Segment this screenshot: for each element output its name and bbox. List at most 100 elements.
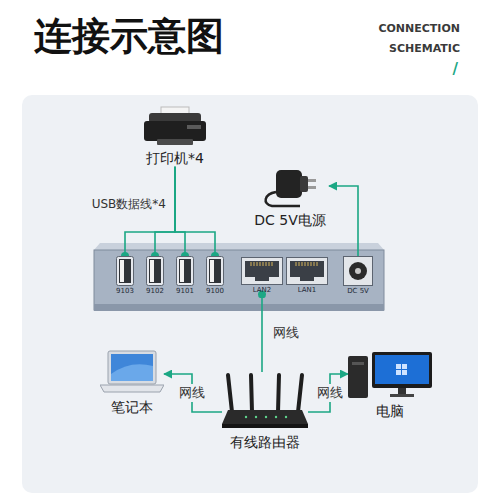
laptop-base	[100, 385, 164, 392]
laptop-lid	[108, 351, 156, 384]
usb-icon	[116, 256, 134, 286]
lan-port-shell	[242, 258, 283, 285]
dc-jack-hole	[349, 262, 367, 280]
pc-logo	[402, 370, 407, 375]
pc-stand-base	[390, 394, 414, 397]
usb-icon	[176, 256, 194, 286]
usb-port-tongue	[180, 260, 184, 282]
cable-connector	[261, 294, 263, 372]
title-box: 连接示意图	[34, 14, 224, 60]
pc-icon	[348, 350, 432, 398]
housing-front	[94, 250, 384, 310]
lan-port-pin	[302, 262, 303, 266]
lan-port-pin	[311, 262, 312, 266]
usb-icon	[146, 256, 164, 286]
port-label: DC 5V	[347, 287, 369, 295]
router-led	[265, 416, 267, 418]
housing-lip	[94, 304, 384, 311]
printer-icon	[143, 106, 207, 146]
printer-device: 打印机*4	[143, 106, 207, 167]
router-antenna	[228, 375, 232, 412]
router-base	[222, 424, 308, 428]
lan-port-opening	[290, 261, 324, 281]
cable-connector	[164, 374, 222, 412]
router-led	[285, 416, 287, 418]
cable-connector	[308, 374, 348, 412]
laptop-icon	[100, 350, 164, 394]
dc-jack: DC 5V	[343, 256, 373, 295]
label-box: CONNECTION	[378, 22, 460, 35]
port-label: 9103	[116, 287, 134, 295]
lan-port-pin	[314, 262, 315, 266]
printer-body	[144, 121, 206, 141]
cable-connector	[155, 167, 175, 256]
usb-port-tongue	[120, 260, 124, 282]
cable-label: 网线	[270, 324, 302, 342]
pc-logo	[402, 364, 407, 369]
device-label: 有线路由器	[230, 434, 300, 451]
lan-port-shell	[287, 258, 328, 285]
lan-port-pin	[263, 262, 264, 266]
panel-ground	[22, 95, 478, 493]
router-antenna	[251, 375, 252, 412]
router-antenna	[278, 375, 279, 412]
usb-icon	[206, 256, 224, 286]
cable-connector	[125, 167, 175, 256]
usb-port-slot	[119, 259, 131, 283]
laptop-screen-shine	[111, 364, 153, 381]
usb-port-tongue	[210, 260, 214, 282]
housing-top	[94, 243, 384, 250]
pc-screen	[375, 355, 429, 384]
lan-port-pin	[305, 262, 306, 266]
router-antenna	[298, 375, 302, 412]
usb-port-shell	[117, 257, 134, 286]
adapter-prong	[308, 186, 316, 189]
label-box: USB数据线*4	[30, 197, 166, 211]
usb-port-slot	[149, 259, 161, 283]
edge-label-box: 网线	[270, 324, 302, 342]
pc-tower-slot	[352, 362, 364, 365]
cable-label: USB数据线*4	[30, 197, 166, 211]
lan-port: LAN1	[286, 257, 328, 294]
printer-panel	[187, 125, 201, 129]
port-label: 9102	[146, 287, 164, 295]
edge-label-box: 网线	[176, 384, 208, 402]
accent-slash: /	[453, 60, 458, 78]
cable-connector	[175, 167, 215, 256]
usb-port: 9103	[113, 256, 137, 295]
port-label: LAN1	[298, 286, 317, 294]
power-adapter: DC 5V电源	[251, 164, 329, 229]
usb-port-slot	[209, 259, 221, 283]
usb-port: 9100	[203, 256, 227, 295]
lan-port-pin	[317, 262, 318, 266]
usb-port-slot	[179, 259, 191, 283]
laptop-computer: 笔记本	[100, 350, 164, 416]
lan-port-pin	[254, 262, 255, 266]
laptop-screen	[111, 354, 153, 381]
lan-port-pin	[308, 262, 309, 266]
lan-icon	[241, 257, 283, 285]
lan-port-pin	[257, 262, 258, 266]
device-label: 笔记本	[111, 399, 153, 416]
desktop-computer: 电脑	[348, 350, 432, 420]
port-label: 9101	[176, 287, 194, 295]
lan-port-pin	[251, 262, 252, 266]
usb-port: 9102	[143, 256, 167, 295]
adapter-face	[300, 176, 308, 192]
lan-port-pin	[266, 262, 267, 266]
lan-icon	[286, 257, 328, 285]
lan-port-pin	[272, 262, 273, 266]
pc-tower	[348, 356, 368, 398]
pc-logo	[396, 370, 401, 375]
device-housing	[94, 243, 384, 311]
port-label: LAN2	[253, 286, 272, 294]
subtitle-text: CONNECTION	[378, 22, 460, 35]
router-led	[245, 416, 247, 418]
lan-port-pin	[260, 262, 261, 266]
port-label: 9100	[206, 287, 224, 295]
subtitle-text: SCHEMATIC	[389, 42, 460, 55]
router-icon	[222, 372, 308, 430]
cable-connector	[329, 186, 358, 256]
pc-monitor	[372, 352, 432, 388]
